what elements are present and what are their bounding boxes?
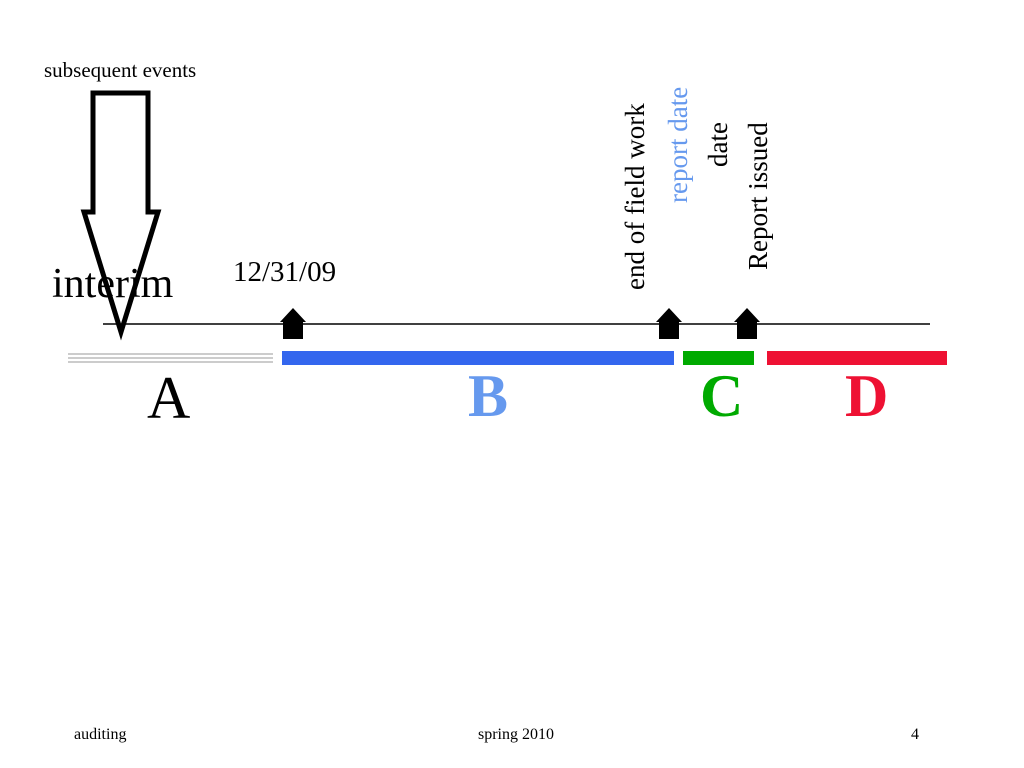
interim-label: interim [52,261,174,307]
segment-a-label: A [147,365,191,431]
footer-page-number: 4 [911,726,919,743]
subsequent-events-arrow-icon [80,90,162,341]
footer-course: auditing [74,726,127,743]
segment-d-bar [767,351,947,365]
up-arrow-icon-report-issued [734,308,760,339]
report-date-label: report date [663,86,693,204]
report-issued-label: Report issued [743,122,773,270]
end-of-field-work-label: end of field work [620,103,650,290]
up-arrow-icon-12-31-09 [280,308,306,339]
milestone-labels: end of field work report date date Repor… [620,45,780,290]
segment-c-bar [683,351,754,365]
segment-c-label: C [700,363,744,429]
year-end-date-label: 12/31/09 [233,256,337,288]
segment-b-bar [282,351,674,365]
up-arrow-icon-field-work [656,308,682,339]
segment-b-label: B [468,363,509,429]
segment-d-label: D [845,363,889,429]
date-label: date [703,122,733,168]
segment-a-bar [68,353,273,363]
footer-term: spring 2010 [478,726,554,743]
subsequent-events-label: subsequent events [44,58,197,82]
